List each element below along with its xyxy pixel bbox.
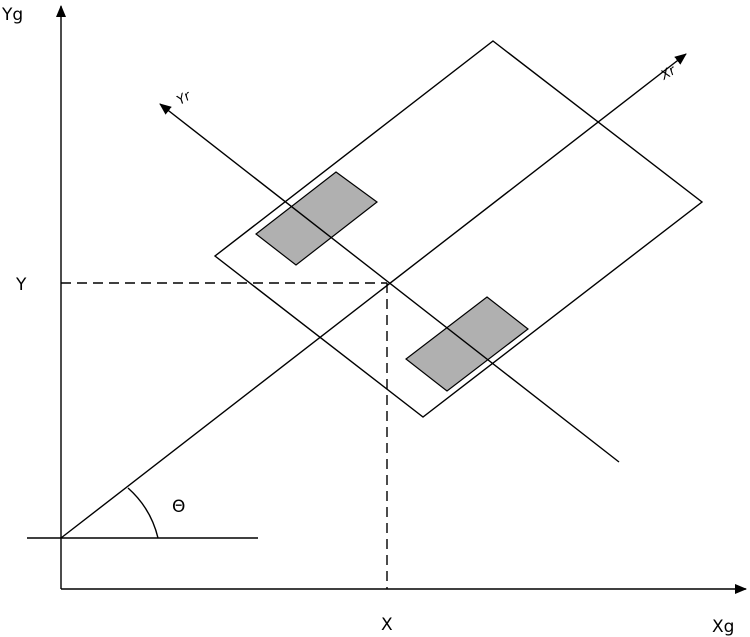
- left-wheel: [255, 171, 378, 266]
- robot-body: [213, 40, 704, 418]
- theta-arc: [127, 487, 159, 539]
- robot-y-axis: [159, 103, 620, 463]
- yg-label: Yg: [1, 5, 23, 25]
- theta-label: Θ: [172, 497, 185, 517]
- y-label: Y: [15, 275, 27, 295]
- xg-label: Xg: [712, 617, 734, 637]
- robot-x-axis: [60, 53, 687, 539]
- yr-label: Yr: [175, 88, 195, 108]
- x-label: X: [381, 615, 393, 635]
- xr-label: Xr: [658, 63, 680, 84]
